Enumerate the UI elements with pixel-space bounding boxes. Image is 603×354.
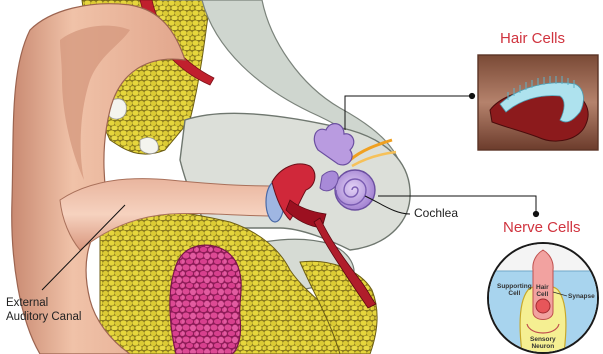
sensory-neuron-line-1: Sensory	[530, 336, 556, 343]
sensory-neuron-line-2: Neuron	[530, 343, 556, 350]
sensory-neuron-label: Sensory Neuron	[530, 336, 556, 350]
canal-label-line-2: Auditory Canal	[6, 310, 81, 324]
synapse-label: Synapse	[568, 293, 595, 300]
hair-cells-title: Hair Cells	[500, 30, 565, 47]
canal-label: External Auditory Canal	[6, 296, 81, 324]
supporting-cell-line-2: Cell	[497, 290, 532, 297]
nerve-cells-title: Nerve Cells	[503, 219, 581, 236]
muscle-tissue	[170, 245, 241, 354]
hair-cells-inset	[478, 55, 598, 150]
supporting-cell-label: Supporting Cell	[497, 283, 532, 297]
hair-cell-label: Hair Cell	[536, 284, 549, 298]
hair-cell-line-2: Cell	[536, 291, 549, 298]
cochlea-label: Cochlea	[414, 206, 458, 220]
supporting-cell-line-1: Supporting	[497, 283, 532, 290]
hair-cell-line-1: Hair	[536, 284, 549, 291]
canal-label-line-1: External	[6, 296, 81, 310]
